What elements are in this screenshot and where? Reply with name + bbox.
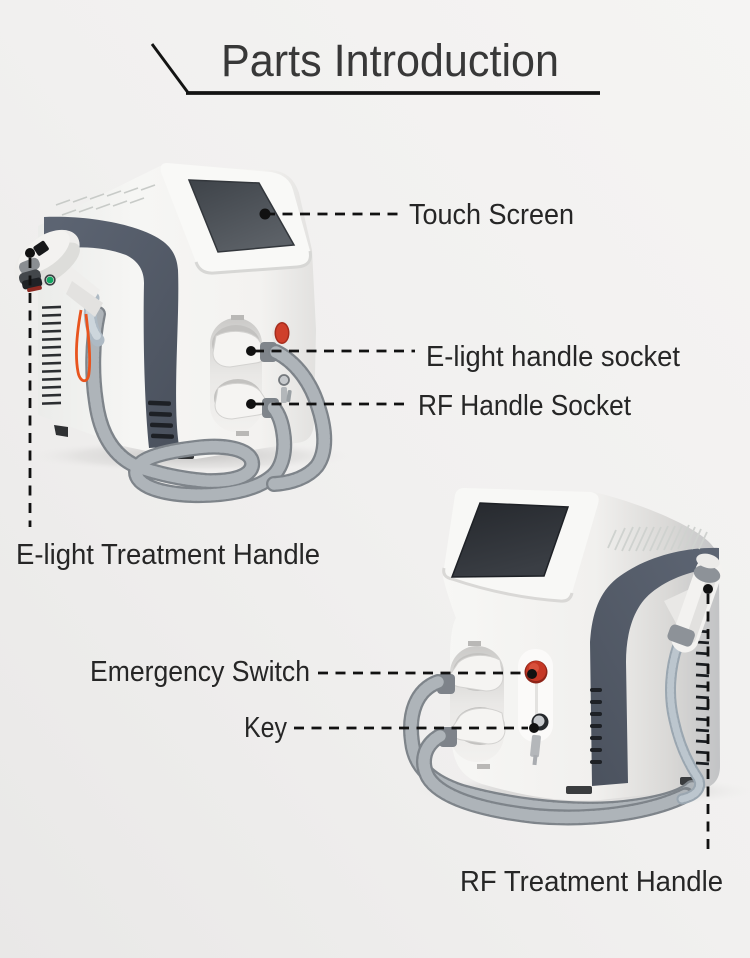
svg-text:Key: Key	[244, 712, 287, 744]
svg-text:E-light Treatment Handle: E-light Treatment Handle	[16, 539, 320, 571]
svg-text:RF Treatment Handle: RF Treatment Handle	[460, 866, 723, 898]
svg-text:Emergency Switch: Emergency Switch	[90, 656, 310, 688]
svg-text:Parts Introduction: Parts Introduction	[221, 35, 559, 86]
svg-text:Touch Screen: Touch Screen	[409, 199, 574, 231]
svg-text:E-light handle socket: E-light handle socket	[426, 341, 680, 373]
svg-text:RF Handle Socket: RF Handle Socket	[418, 390, 631, 422]
